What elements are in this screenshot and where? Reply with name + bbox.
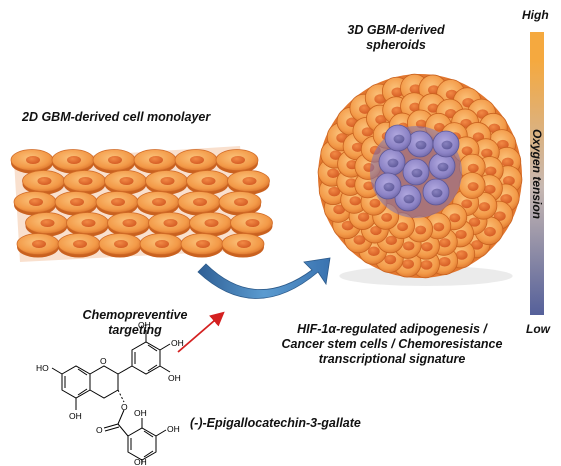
chemopreventive-label: Chemopreventive targeting	[70, 308, 200, 338]
monolayer-cell	[148, 212, 191, 237]
monolayer-cell	[174, 149, 218, 174]
monolayer-cell	[51, 149, 95, 174]
monolayer-cell	[189, 212, 232, 237]
spheroids-label-line1: 3D GBM-derived	[347, 23, 445, 37]
monolayer-cell	[66, 212, 109, 237]
chemopreventive-line1: Chemopreventive	[82, 308, 188, 322]
monolayer-cell	[25, 212, 68, 237]
spheroid-core-cell	[432, 130, 460, 158]
monolayer-label: 2D GBM-derived cell monolayer	[22, 110, 211, 124]
atom-oh-g-right: OH	[167, 424, 180, 434]
monolayer-cell	[57, 233, 101, 258]
monolayer-cell	[136, 191, 180, 216]
monolayer-cell	[104, 170, 147, 195]
spheroid-core-cell	[394, 184, 422, 212]
monolayer-cell	[107, 212, 150, 237]
chemopreventive-line2: targeting	[108, 323, 162, 337]
signature-line2: Cancer stem cells / Chemoresistance	[281, 337, 503, 351]
spheroid	[317, 73, 523, 286]
oxygen-tension-label: Oxygen tension	[530, 128, 544, 220]
atom-oh-b-right: OH	[171, 338, 184, 348]
oxygen-scale-bar	[530, 32, 544, 315]
atom-oh-b-top: OH	[138, 320, 151, 330]
atom-oh-g-top: OH	[134, 408, 147, 418]
monolayer-cell	[95, 191, 139, 216]
monolayer-cell	[92, 149, 136, 174]
monolayer-cell	[133, 149, 177, 174]
monolayer-cell	[139, 233, 183, 258]
monolayer-cell	[177, 191, 221, 216]
monolayer-cell	[180, 233, 224, 258]
atom-o-ester: O	[121, 402, 128, 412]
monolayer-cell	[54, 191, 98, 216]
signature-label: HIF-1α-regulated adipogenesis / Cancer s…	[268, 322, 516, 367]
scale-low-label: Low	[526, 322, 550, 336]
spheroid-core-cell	[378, 148, 406, 176]
signature-line1: HIF-1α-regulated adipogenesis /	[297, 322, 487, 336]
spheroid-core-cell	[428, 152, 456, 180]
spheroids-label-line2: spheroids	[366, 38, 426, 52]
monolayer-cell	[215, 149, 259, 174]
monolayer-cell	[221, 233, 265, 258]
monolayer-cell	[16, 233, 60, 258]
monolayer-cell	[218, 191, 262, 216]
monolayer-cell	[227, 170, 270, 195]
egcg-molecule	[51, 330, 171, 464]
atom-oh-bottom: OH	[69, 411, 82, 421]
molecule-atom-labels: HO O OH OH OH OH O O OH OH OH	[36, 320, 184, 466]
red-arrow	[177, 311, 225, 353]
atom-oh-g-bottom: OH	[134, 457, 147, 466]
atom-o-ring: O	[100, 356, 107, 366]
monolayer-cell	[13, 191, 57, 216]
atom-o-carbonyl: O	[96, 425, 103, 435]
spheroid-core-cell	[384, 124, 412, 152]
atom-oh-b-bottom: OH	[168, 373, 181, 383]
atom-ho-left: HO	[36, 363, 49, 373]
monolayer-cell	[63, 170, 106, 195]
monolayer-cell	[145, 170, 188, 195]
spheroid-core-cell	[374, 172, 402, 200]
spheroid-core-cell	[406, 130, 434, 158]
monolayer-cell	[10, 149, 54, 174]
monolayer-cell	[22, 170, 65, 195]
scale-high-label: High	[522, 8, 549, 22]
spheroids-label: 3D GBM-derived spheroids	[336, 23, 456, 53]
monolayer-cell	[186, 170, 229, 195]
cell-monolayer	[10, 146, 273, 262]
spheroid-core-cell	[402, 158, 430, 186]
spheroid-cell	[458, 172, 486, 199]
monolayer-cell	[98, 233, 142, 258]
curved-arrow	[197, 257, 331, 299]
signature-line3: transcriptional signature	[318, 352, 466, 366]
spheroid-core-cell	[422, 178, 450, 206]
monolayer-cell	[230, 212, 273, 237]
compound-label: (-)-Epigallocatechin-3-gallate	[190, 416, 361, 430]
